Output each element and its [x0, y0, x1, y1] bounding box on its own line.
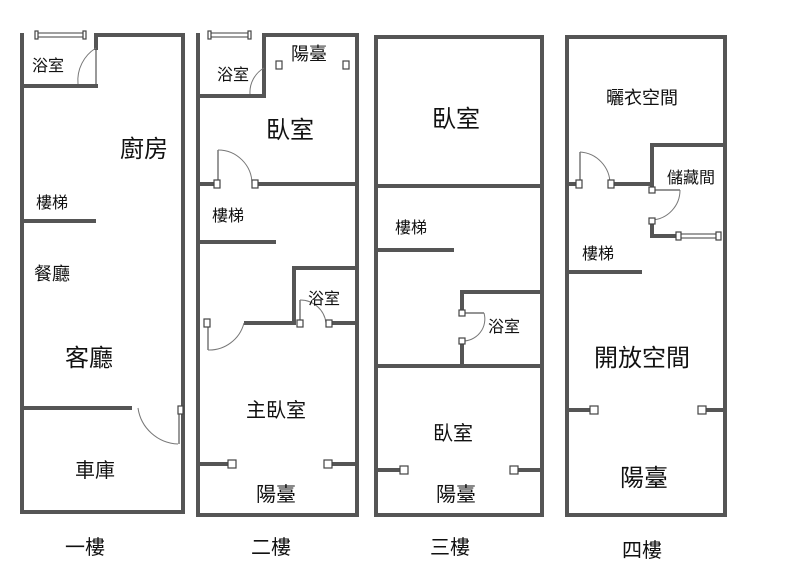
floor-2-walls [196, 33, 359, 517]
floor-4-balcony-rail [565, 405, 727, 415]
floor-1-dining-label: 餐廳 [34, 264, 70, 284]
floor-2-bedroom-label: 臥室 [266, 117, 314, 144]
floor-2-balcony-posts [275, 60, 350, 70]
floor-2-balcony-rail [196, 459, 359, 469]
floor-2-master-label: 主臥室 [246, 399, 306, 422]
floor-3-bedroom-bottom-label: 臥室 [433, 422, 473, 445]
floor-4-stairs-label: 樓梯 [582, 245, 614, 263]
floor-2-plan: 陽臺 浴室 臥室 樓梯 浴室 主臥室 陽臺 二樓 [196, 30, 359, 559]
floor-4-storage-door [648, 186, 681, 225]
floor-4-open-space-label: 開放空間 [594, 345, 690, 372]
floor-2-bath2-label: 浴室 [308, 290, 340, 308]
floor-4-plan: 曬衣空間 儲藏間 樓梯 開放空間 陽臺 四樓 [565, 35, 727, 562]
floor-2-balcony-top-label: 陽臺 [291, 44, 327, 64]
floor-4-laundry-label: 曬衣空間 [606, 88, 678, 108]
floor-2-master-door [203, 318, 245, 351]
floor-1-garage-label: 車庫 [75, 459, 115, 482]
floor-2-bath2-door [296, 299, 333, 328]
floor-3-bath-label: 浴室 [488, 318, 520, 336]
floor-1-stairs-label: 樓梯 [36, 194, 68, 212]
floor-1-kitchen-label: 廚房 [120, 136, 168, 163]
floor-2-window [207, 30, 252, 40]
floor-3-bath-door [458, 309, 486, 345]
floor-2-bedroom-door [213, 149, 259, 189]
floor-4-storage-label: 儲藏間 [667, 169, 715, 187]
floor-2-balcony-bottom-label: 陽臺 [256, 483, 296, 506]
floor-4-walls [565, 35, 727, 517]
floor-4-caption: 四樓 [622, 539, 662, 562]
floor-2-bath-door [249, 67, 265, 96]
floor-4-balcony-label: 陽臺 [620, 465, 668, 492]
floor-3-plan: 臥室 樓梯 浴室 臥室 陽臺 三樓 [374, 35, 544, 559]
floor-1-plan: 浴室 廚房 樓梯 餐廳 客廳 車庫 一樓 [20, 30, 185, 559]
floor-4-laundry-door [575, 151, 615, 189]
floor-2-caption: 二樓 [251, 536, 291, 559]
floor-4-window [675, 231, 722, 241]
floor-2-stairs-label: 樓梯 [212, 207, 244, 225]
floor-3-bedroom-top-label: 臥室 [432, 106, 480, 133]
floor-1-window [34, 30, 87, 40]
floor-1-caption: 一樓 [65, 536, 105, 559]
floor-3-caption: 三樓 [430, 536, 470, 559]
floor-2-bath-label: 浴室 [217, 66, 249, 84]
floor-1-walls [20, 33, 185, 514]
floor-1-bath-label: 浴室 [32, 57, 64, 75]
floor-1-garage-door [137, 405, 184, 445]
floor-3-balcony-label: 陽臺 [436, 483, 476, 506]
floor-3-stairs-label: 樓梯 [395, 219, 427, 237]
floor-3-walls [374, 35, 544, 517]
floor-1-living-label: 客廳 [65, 345, 113, 372]
floor-3-balcony-rail [374, 465, 544, 475]
floor-1-bath-door [77, 47, 97, 86]
